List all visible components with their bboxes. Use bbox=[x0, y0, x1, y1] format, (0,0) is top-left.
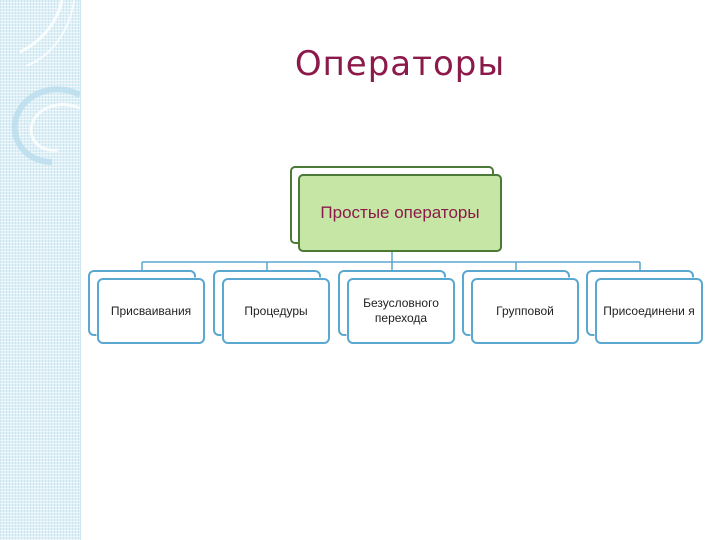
child-node-5-label: Присоединени я bbox=[603, 303, 695, 318]
root-node-label: Простые операторы bbox=[320, 202, 480, 222]
child-node-2: Процедуры bbox=[222, 278, 330, 344]
child-node-3: Безусловного перехода bbox=[347, 278, 455, 344]
page-title: Операторы bbox=[294, 44, 506, 84]
decorative-sidebar bbox=[0, 0, 81, 540]
child-node-4: Групповой bbox=[471, 278, 579, 344]
child-node-4-label: Групповой bbox=[496, 303, 554, 318]
swirl-decoration bbox=[11, 0, 80, 165]
child-node-5: Присоединени я bbox=[595, 278, 703, 344]
child-node-3-label: Безусловного перехода bbox=[363, 296, 439, 325]
child-node-2-label: Процедуры bbox=[244, 303, 308, 318]
child-node-1: Присваивания bbox=[97, 278, 205, 344]
child-node-1-label: Присваивания bbox=[110, 303, 192, 318]
root-node: Простые операторы bbox=[298, 174, 502, 252]
